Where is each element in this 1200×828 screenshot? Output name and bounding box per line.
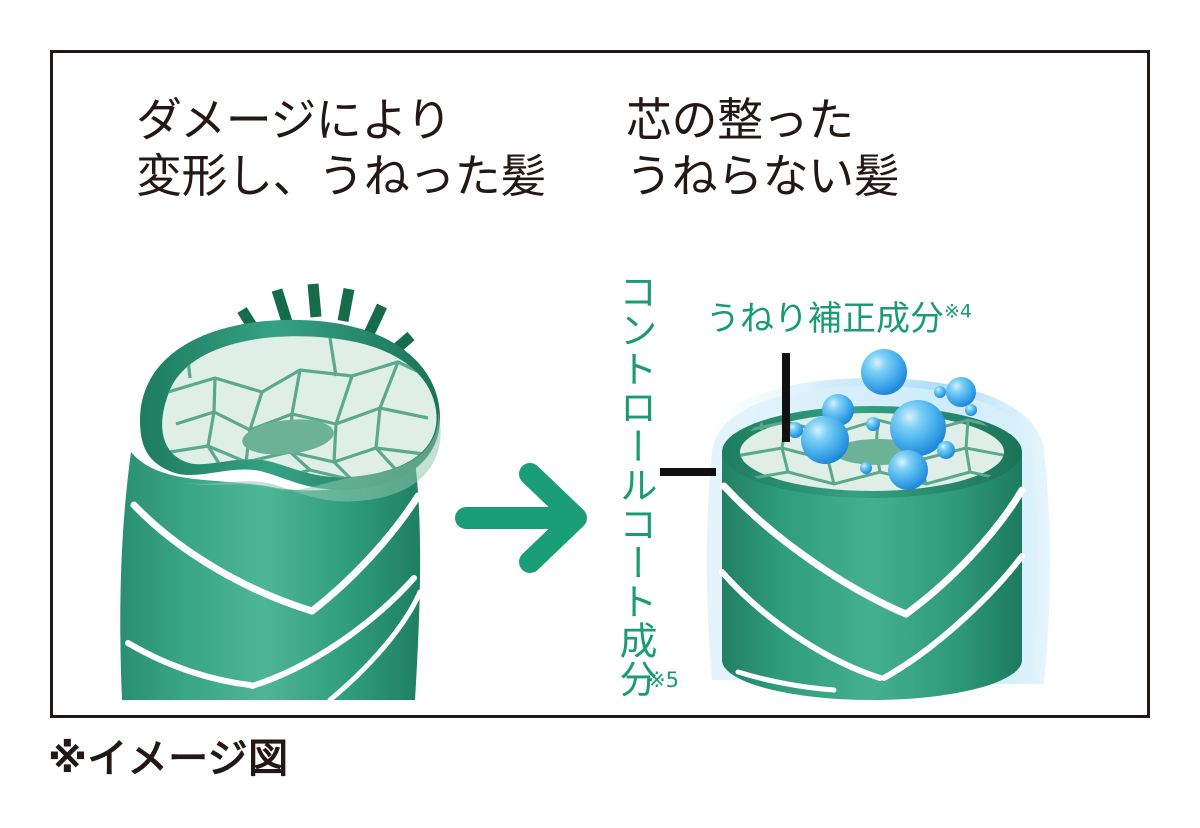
label-correction-ingredient: うねり補正成分※4 bbox=[706, 291, 972, 340]
label-correction-footnote: ※4 bbox=[944, 300, 973, 323]
label-control-coat-footnote: ※5 bbox=[648, 668, 679, 692]
image-caption: ※イメージ図 bbox=[48, 736, 289, 782]
label-correction-text: うねり補正成分 bbox=[706, 299, 944, 339]
label-control-coat: コントロールコート成分 bbox=[613, 272, 657, 699]
heading-damaged-hair: ダメージにより 変形し、うねった髪 bbox=[136, 93, 546, 204]
heading-healthy-hair: 芯の整った うねらない髪 bbox=[626, 93, 900, 204]
